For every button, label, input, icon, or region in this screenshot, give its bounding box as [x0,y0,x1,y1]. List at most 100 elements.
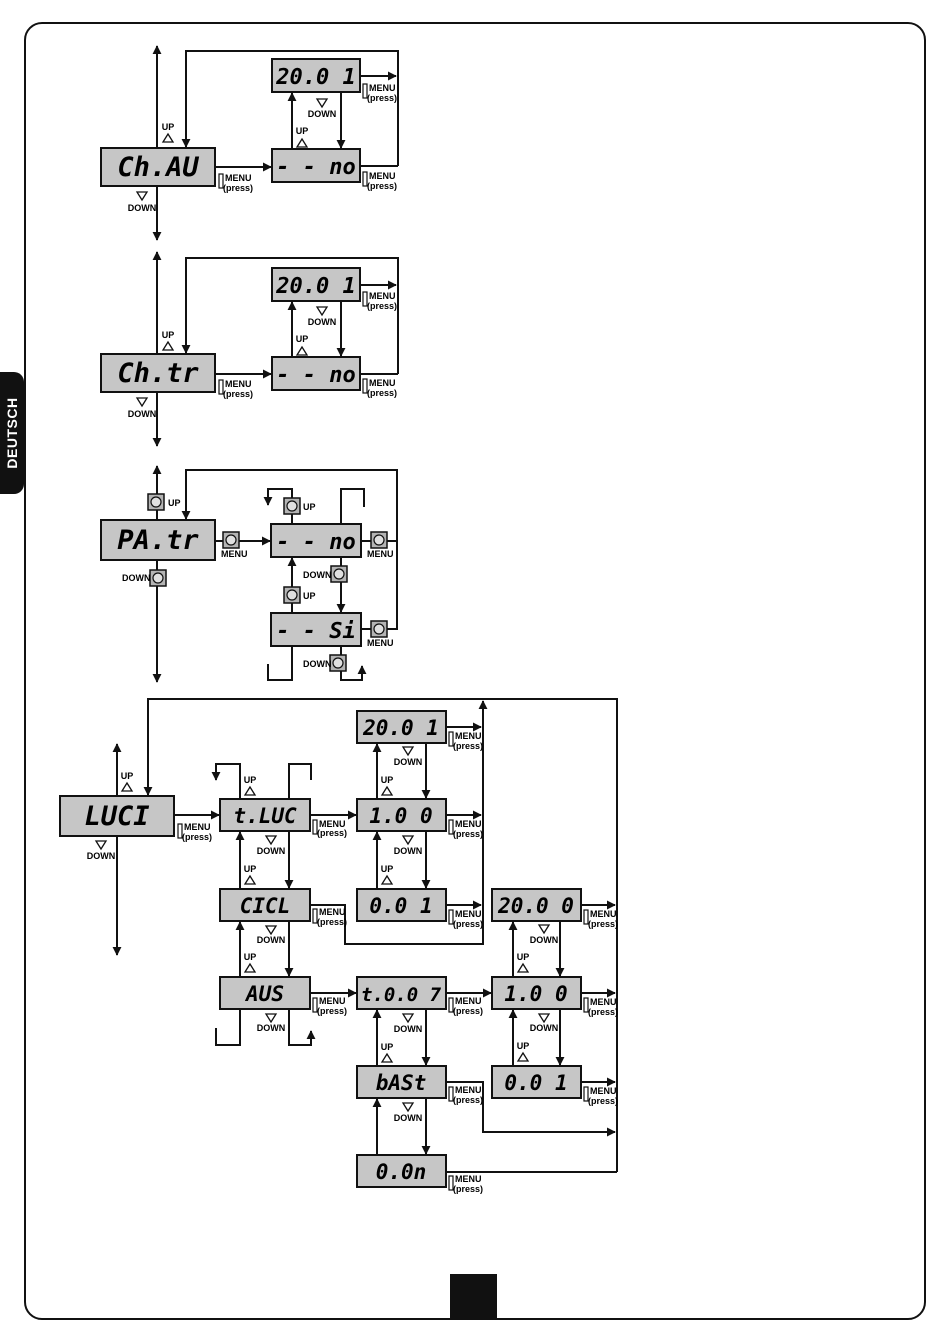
display-aus-value-2: 1.0 0 [491,976,582,1010]
svg-text:(press): (press) [367,301,397,311]
display-patr-menu: PA.tr [100,519,216,561]
svg-text:- - no: - - no [276,530,355,555]
svg-text:UP: UP [517,1041,530,1051]
svg-text:UP: UP [381,1042,394,1052]
display-chtr-no: - - no [271,356,361,391]
svg-text:bASt: bASt [376,1071,427,1095]
svg-text:MENU: MENU [225,379,252,389]
svg-text:MENU: MENU [319,996,346,1006]
svg-text:(press): (press) [182,832,212,842]
svg-text:1.0 0: 1.0 0 [504,982,567,1006]
svg-text:MENU: MENU [455,1085,482,1095]
svg-text:AUS: AUS [244,982,284,1006]
svg-text:DOWN: DOWN [530,1023,559,1033]
svg-text:DOWN: DOWN [87,851,116,861]
svg-text:20.0 1: 20.0 1 [362,716,439,740]
svg-text:DOWN: DOWN [303,570,332,580]
up-button-icon [147,493,165,511]
svg-text:UP: UP [303,502,316,512]
up-button-icon [283,497,301,515]
svg-text:MENU: MENU [455,819,482,829]
display-chau-no: - - no [271,148,361,183]
svg-text:(press): (press) [453,741,483,751]
svg-text:DOWN: DOWN [257,1023,286,1033]
svg-text:MENU: MENU [319,907,346,917]
menu-button-icon [370,531,388,549]
svg-text:PA.tr: PA.tr [117,525,199,556]
svg-text:DOWN: DOWN [308,317,337,327]
svg-text:CICL: CICL [240,894,291,918]
svg-text:LUCI: LUCI [84,801,149,832]
svg-text:DOWN: DOWN [394,1113,423,1123]
svg-text:(press): (press) [588,919,618,929]
display-tluc: t.LUC [219,798,311,832]
up-button-icon [283,586,301,604]
svg-text:MENU: MENU [455,731,482,741]
svg-text:(press): (press) [588,1007,618,1017]
svg-text:MENU: MENU [590,997,617,1007]
svg-text:Ch.AU: Ch.AU [117,152,199,183]
display-aus-mode-2: bASt [356,1065,447,1099]
menu-button-icon [222,531,240,549]
svg-text:(press): (press) [223,389,253,399]
svg-text:(press): (press) [453,919,483,929]
display-cicl: CICL [219,888,311,922]
display-chau-menu: Ch.AU [100,147,216,187]
svg-text:DOWN: DOWN [394,846,423,856]
svg-text:(press): (press) [453,1184,483,1194]
diagram-luci: LUCI t.LUC CICL AUS 20.0 1 1.0 0 0.0 1 [59,698,618,1194]
svg-text:MENU: MENU [455,996,482,1006]
svg-text:- - no: - - no [276,363,355,388]
svg-text:DOWN: DOWN [257,846,286,856]
svg-text:(press): (press) [317,917,347,927]
svg-text:DOWN: DOWN [308,109,337,119]
display-tluc-value-3: 0.0 1 [356,888,447,922]
display-chau-value: 20.0 1 [271,58,361,93]
svg-text:1.0 0: 1.0 0 [369,804,432,828]
svg-text:DOWN: DOWN [128,409,157,419]
svg-text:MENU: MENU [369,378,396,388]
svg-text:MENU: MENU [369,291,396,301]
svg-text:UP: UP [517,952,530,962]
svg-text:t.LUC: t.LUC [233,804,297,828]
svg-text:(press): (press) [367,181,397,191]
svg-text:MENU: MENU [455,1174,482,1184]
svg-text:DOWN: DOWN [530,935,559,945]
svg-text:UP: UP [168,498,181,508]
down-button-icon [330,565,348,583]
display-tluc-value-2: 1.0 0 [356,798,447,832]
svg-text:(press): (press) [453,1095,483,1105]
menu-button-icon [370,620,388,638]
svg-text:(press): (press) [367,93,397,103]
svg-text:UP: UP [296,126,309,136]
svg-text:MENU: MENU [590,909,617,919]
diagram-chtr: Ch.tr 20.0 1 - - no UP DOWN UP DOWN MENU… [100,251,399,447]
diagram-patr: PA.tr - - no - - Si UP [100,465,398,683]
svg-text:t.0.0 7: t.0.0 7 [361,984,442,1006]
svg-text:UP: UP [381,864,394,874]
language-tab [0,372,24,494]
svg-text:(press): (press) [588,1096,618,1106]
svg-text:DOWN: DOWN [122,573,151,583]
svg-text:(press): (press) [317,828,347,838]
display-aus-mode-1: t.0.0 7 [356,976,447,1010]
svg-text:(press): (press) [453,829,483,839]
svg-text:UP: UP [121,771,134,781]
display-aus-value-1: 20.0 0 [491,888,582,922]
svg-text:(press): (press) [223,183,253,193]
svg-text:UP: UP [244,775,257,785]
svg-text:0.0 1: 0.0 1 [369,894,432,918]
svg-text:UP: UP [162,330,175,340]
display-patr-si: - - Si [270,612,362,647]
label-down: DOWN [128,203,157,213]
svg-text:UP: UP [303,591,316,601]
svg-text:MENU: MENU [367,638,394,648]
svg-text:UP: UP [244,864,257,874]
svg-text:- - Si: - - Si [276,619,355,644]
svg-text:UP: UP [381,775,394,785]
svg-text:DOWN: DOWN [394,1024,423,1034]
down-button-icon [149,569,167,587]
svg-text:MENU: MENU [369,83,396,93]
svg-text:DOWN: DOWN [303,659,332,669]
